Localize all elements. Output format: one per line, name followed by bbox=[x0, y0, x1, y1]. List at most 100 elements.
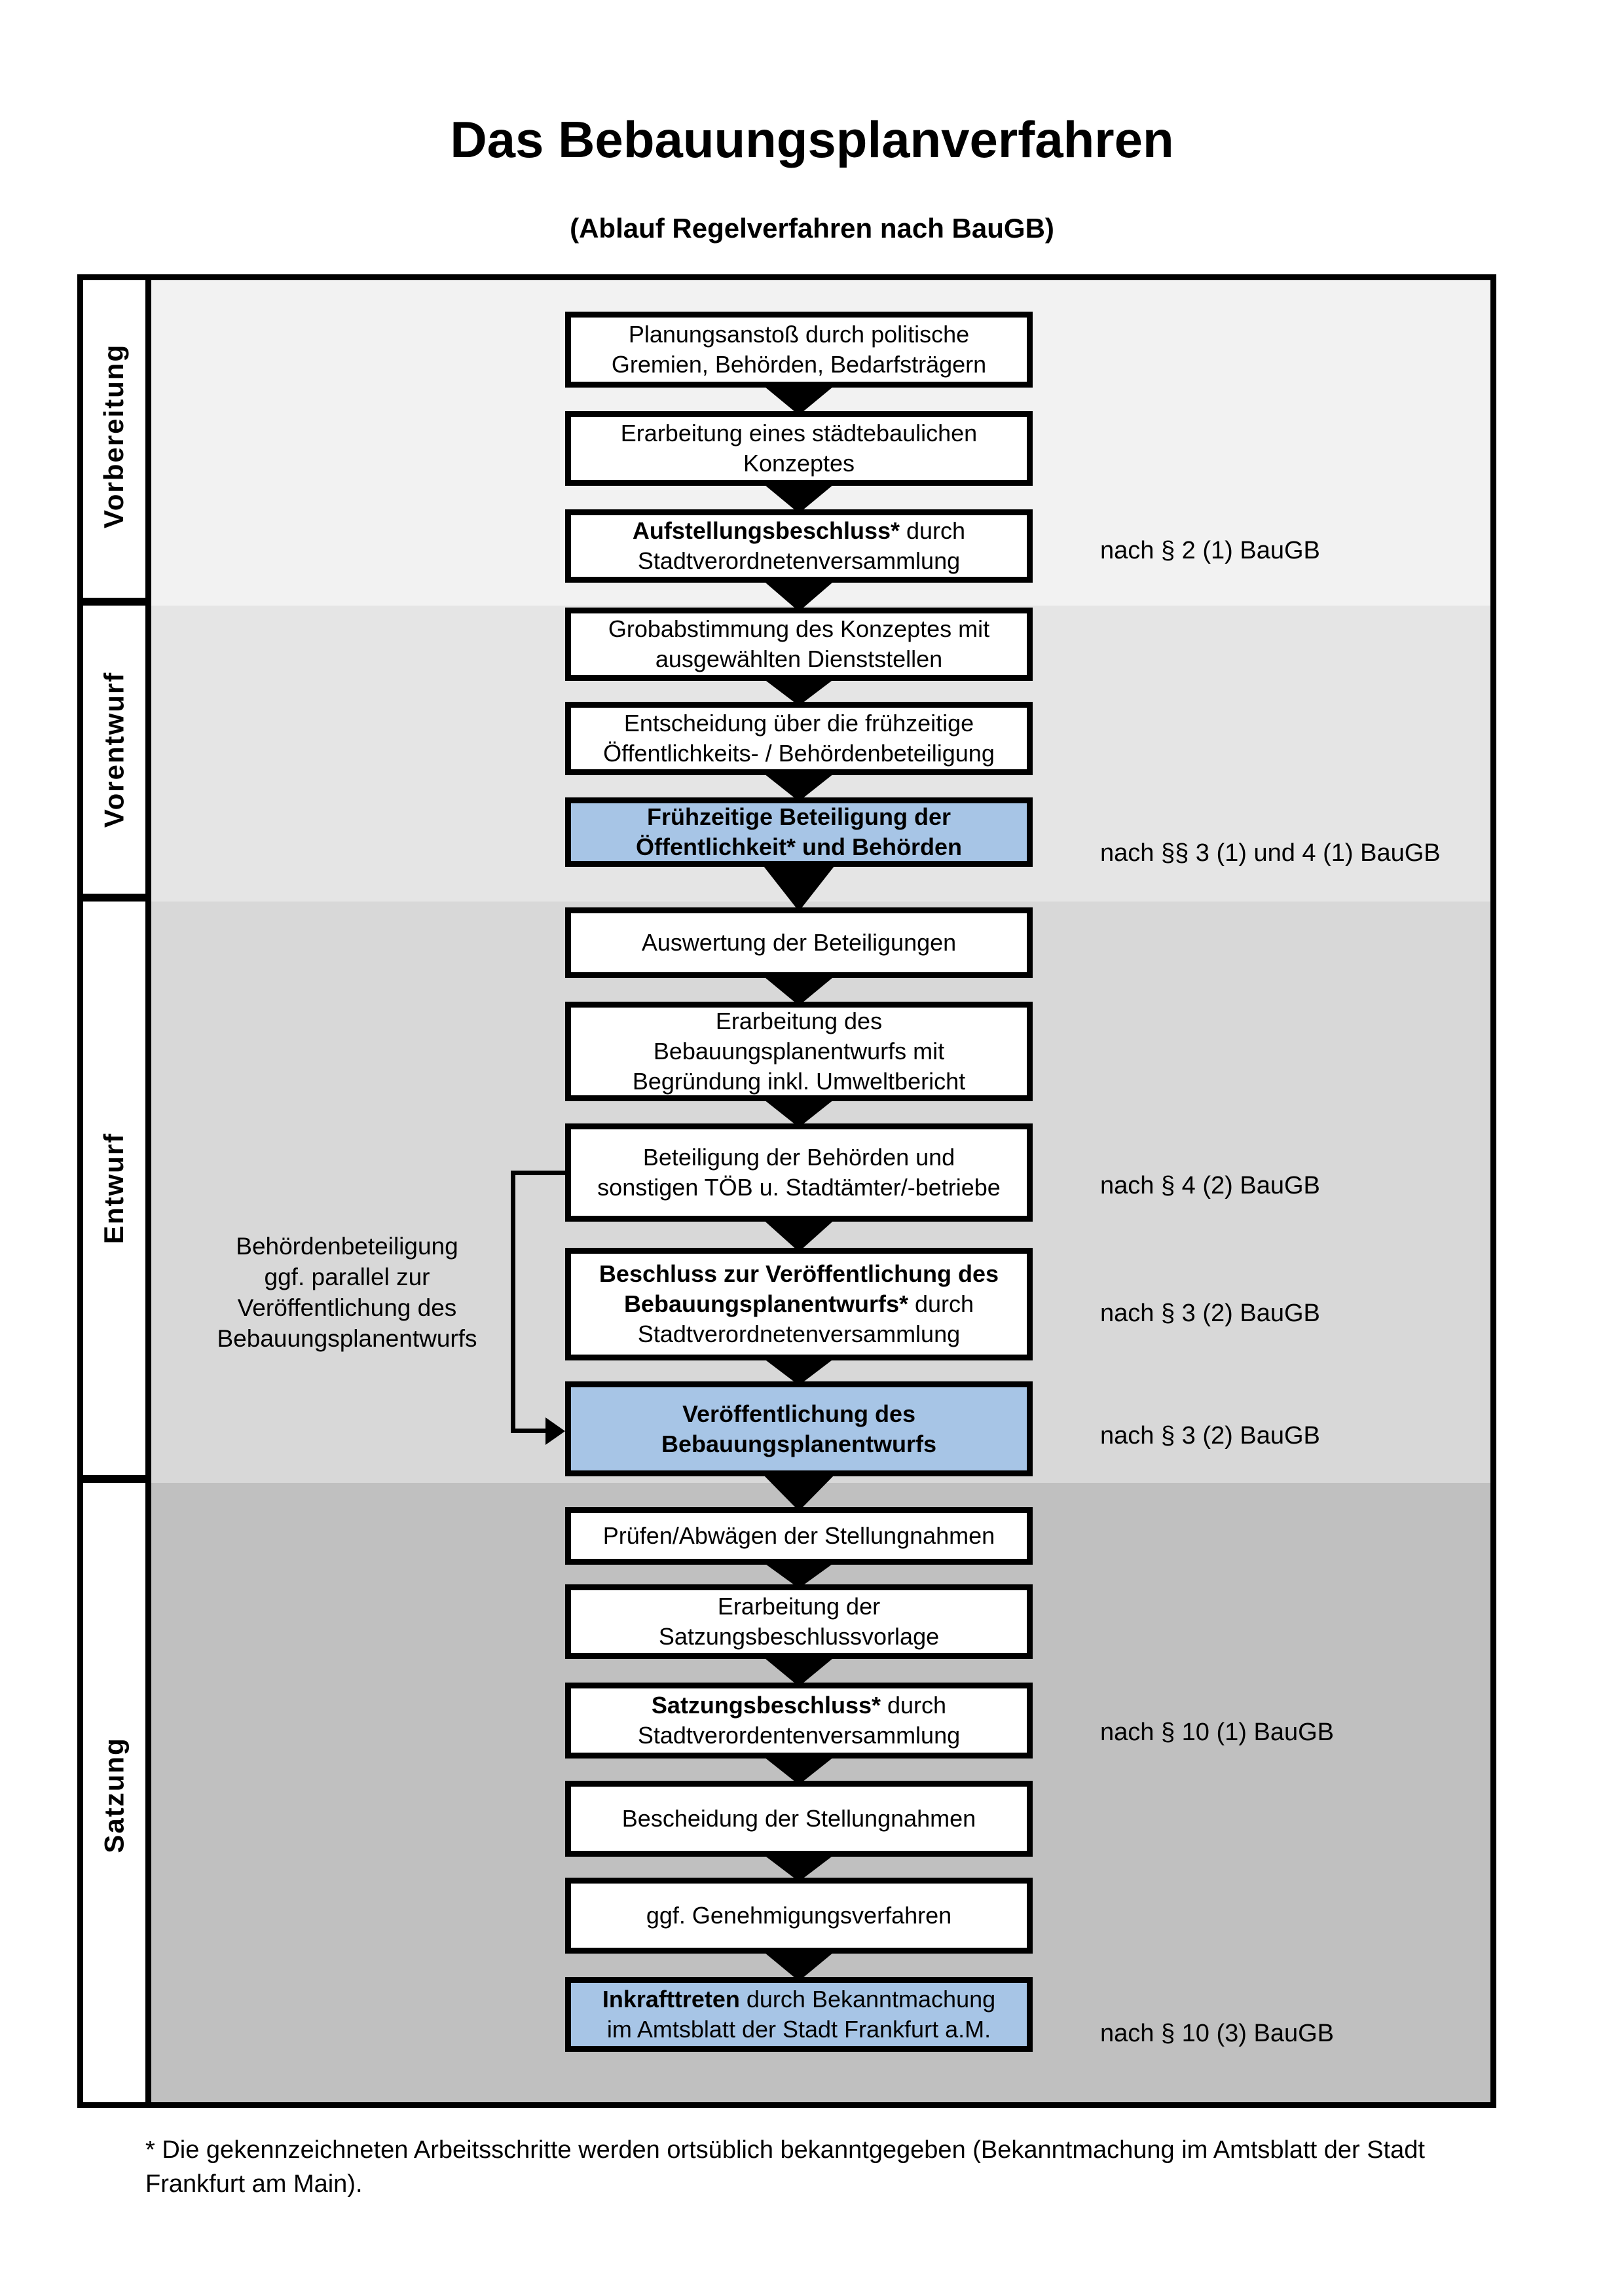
flow-box-text: Öffentlichkeit* und Behörden bbox=[635, 833, 963, 860]
flow-box-text-line: Inkrafttreten durch Bekanntmachung bbox=[602, 1984, 995, 2014]
flow-arrow-down bbox=[761, 1950, 837, 1981]
flow-arrow-down bbox=[761, 482, 837, 513]
law-annotation: nach §§ 3 (1) und 4 (1) BauGB bbox=[1100, 839, 1441, 867]
flow-box-text-line: Bescheidung der Stellungnahmen bbox=[622, 1804, 976, 1834]
flow-box-text: durch bbox=[900, 517, 966, 544]
flow-box-text: durch bbox=[908, 1290, 974, 1317]
flow-arrow-down bbox=[761, 1755, 837, 1785]
flow-box-text: Inkrafttreten bbox=[602, 1986, 740, 2013]
flow-box-text-line: sonstigen TÖB u. Stadtämter/-betriebe bbox=[597, 1173, 1001, 1203]
flow-arrow-down bbox=[761, 1853, 837, 1882]
flow-box-text-line: Erarbeitung des bbox=[716, 1006, 882, 1036]
flow-arrow-down bbox=[761, 1357, 837, 1385]
flow-arrow-down bbox=[761, 771, 837, 801]
flow-box-text-line: Begründung inkl. Umweltbericht bbox=[633, 1066, 965, 1097]
flow-box-text-line: Bebauungsplanentwurfs mit bbox=[654, 1036, 944, 1066]
flow-box-text: Öffentlichkeits- / Behördenbeteiligung bbox=[603, 740, 995, 767]
flow-box-auswertung-beteiligungen: Auswertung der Beteiligungen bbox=[565, 907, 1033, 978]
flow-box-text: Beschluss zur Veröffentlichung des bbox=[599, 1260, 999, 1287]
flow-arrow-down bbox=[761, 1097, 837, 1127]
flow-arrow-down bbox=[761, 384, 837, 415]
elbow-connector-vertical bbox=[511, 1171, 515, 1433]
phase-label-cell-satzung: Satzung bbox=[83, 1483, 151, 2107]
flow-box-text: Auswertung der Beteiligungen bbox=[641, 929, 957, 956]
flow-box-text-line: Bebauungsplanentwurfs bbox=[661, 1429, 936, 1459]
phase-label-cell-vorentwurf: Vorentwurf bbox=[83, 606, 151, 902]
flow-box-text-line: Satzungsbeschluss* durch bbox=[652, 1690, 946, 1721]
flow-box-text: Begründung inkl. Umweltbericht bbox=[632, 1068, 966, 1095]
flow-box-genehmigungsverfahren: ggf. Genehmigungsverfahren bbox=[565, 1878, 1033, 1954]
law-annotation: nach § 10 (1) BauGB bbox=[1100, 1719, 1334, 1746]
flow-box-text-line: Auswertung der Beteiligungen bbox=[642, 928, 956, 958]
flow-box-text-line: Öffentlichkeits- / Behördenbeteiligung bbox=[603, 738, 995, 769]
flow-box-text-line: Beschluss zur Veröffentlichung des bbox=[599, 1259, 999, 1289]
flow-box-text-line: Konzeptes bbox=[743, 448, 855, 479]
flow-box-text: ausgewählten Dienststellen bbox=[655, 646, 943, 672]
flow-arrow-down bbox=[761, 677, 837, 706]
elbow-connector-top bbox=[511, 1171, 565, 1175]
law-annotation: nach § 4 (2) BauGB bbox=[1100, 1172, 1320, 1199]
side-note-line: ggf. parallel zur bbox=[264, 1264, 430, 1290]
flow-box-text-line: Grobabstimmung des Konzeptes mit bbox=[608, 614, 989, 644]
side-note-line: Bebauungsplanentwurfs bbox=[217, 1325, 477, 1352]
flow-box-text: Erarbeitung des bbox=[715, 1008, 883, 1034]
flow-box-text: Prüfen/Abwägen der Stellungnahmen bbox=[602, 1522, 995, 1549]
flow-arrow-down bbox=[761, 1218, 837, 1252]
flow-box-text: Planungsanstoß durch politische bbox=[628, 321, 970, 348]
flow-box-text-line: Stadtverordnetenversammlung bbox=[638, 1319, 960, 1349]
flow-arrow-down bbox=[761, 1472, 837, 1511]
flow-box-text: sonstigen TÖB u. Stadtämter/-betriebe bbox=[597, 1174, 1001, 1201]
phase-label-cell-entwurf: Entwurf bbox=[83, 902, 151, 1483]
flow-box-text: Bebauungsplanentwurfs* bbox=[623, 1290, 908, 1317]
flow-box-bescheidung-stellungnahmen: Bescheidung der Stellungnahmen bbox=[565, 1781, 1033, 1857]
flow-box-text-line: Erarbeitung der bbox=[718, 1592, 880, 1622]
flow-box-text-line: Bebauungsplanentwurfs* durch bbox=[624, 1289, 974, 1319]
flow-arrow-down bbox=[761, 1561, 837, 1588]
flow-box-text: Erarbeitung eines städtebaulichen bbox=[620, 420, 978, 446]
flow-box-text: Gremien, Behörden, Bedarfsträgern bbox=[611, 351, 987, 378]
flow-box-text: durch bbox=[881, 1692, 947, 1719]
flow-box-text-line: Planungsanstoß durch politische bbox=[629, 319, 969, 350]
flow-box-text: Entscheidung über die frühzeitige bbox=[623, 710, 974, 737]
footnote: * Die gekennzeichneten Arbeitsschritte w… bbox=[145, 2136, 1425, 2198]
flow-box-text: Beteiligung der Behörden und bbox=[642, 1144, 955, 1171]
flow-box-text: Bescheidung der Stellungnahmen bbox=[621, 1805, 976, 1832]
flow-box-text-line: ausgewählten Dienststellen bbox=[655, 644, 942, 674]
flow-box-text-line: Beteiligung der Behörden und bbox=[643, 1142, 955, 1173]
flow-box-text-line: Prüfen/Abwägen der Stellungnahmen bbox=[603, 1521, 995, 1551]
flow-box-text: Frühzeitige Beteiligung der bbox=[646, 803, 951, 830]
flow-box-text-line: ggf. Genehmigungsverfahren bbox=[646, 1901, 951, 1931]
elbow-connector-bottom bbox=[511, 1429, 547, 1433]
flow-box-text-line: im Amtsblatt der Stadt Frankfurt a.M. bbox=[607, 2014, 991, 2045]
flow-box-text-line: Entscheidung über die frühzeitige bbox=[624, 708, 974, 738]
flow-arrow-down bbox=[761, 863, 837, 911]
flow-arrow-down bbox=[761, 1655, 837, 1686]
flow-box-text: Bebauungsplanentwurfs bbox=[661, 1430, 937, 1457]
flow-box-text-line: Frühzeitige Beteiligung der bbox=[647, 802, 951, 832]
side-note: Behördenbeteiligung ggf. parallel zur Ve… bbox=[193, 1231, 501, 1354]
flow-box-text-line: Stadtverordentenversammlung bbox=[638, 1721, 960, 1751]
flow-box-text-line: Öffentlichkeit* und Behörden bbox=[636, 832, 962, 862]
flow-box-text-line: Stadtverordnetenversammlung bbox=[638, 546, 960, 576]
flow-box-text: Stadtverordentenversammlung bbox=[637, 1722, 961, 1749]
flow-box-text-line: Veröffentlichung des bbox=[682, 1399, 915, 1429]
side-note-line: Behördenbeteiligung bbox=[236, 1233, 458, 1260]
law-annotation: nach § 3 (2) BauGB bbox=[1100, 1422, 1320, 1449]
flow-box-text: Bebauungsplanentwurfs mit bbox=[653, 1038, 945, 1065]
flow-box-beteiligung-behoerden-toeb: Beteiligung der Behörden und sonstigen TÖ… bbox=[565, 1123, 1033, 1222]
flow-box-pruefen-abwaegen: Prüfen/Abwägen der Stellungnahmen bbox=[565, 1507, 1033, 1565]
page-title: Das Bebauungsplanverfahren bbox=[450, 111, 1174, 168]
diagram-frame bbox=[77, 274, 1496, 2108]
flow-box-text: Grobabstimmung des Konzeptes mit bbox=[608, 615, 990, 642]
